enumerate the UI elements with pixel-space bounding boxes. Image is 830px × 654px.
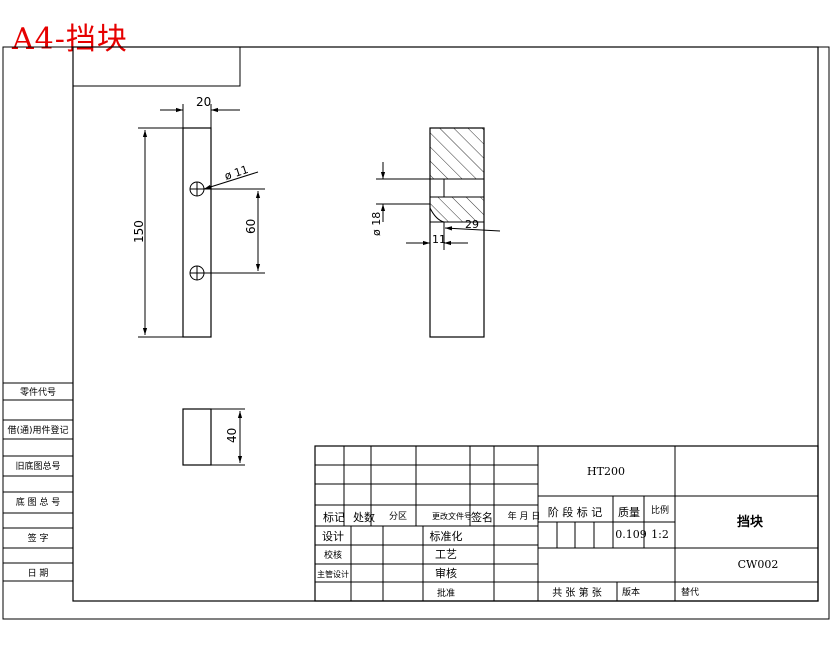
material-value: HT200 (587, 465, 625, 478)
label-approve: 批准 (437, 587, 455, 599)
left-side-block (3, 382, 73, 582)
dim-29: 29 (465, 218, 479, 231)
title-block-grid (314, 445, 819, 602)
outer-frame (2, 46, 830, 620)
label-standard: 标准化 (430, 529, 463, 543)
title-block-text: HT200 挡块 CW002 标记 处数 分区 更改文件号 签名 年 月 日 设… (317, 465, 778, 599)
stage-mark-label: 阶 段 标 记 (548, 505, 603, 519)
header-zone: 分区 (389, 511, 407, 522)
label-review: 审核 (435, 566, 457, 580)
version-label: 版本 (622, 586, 640, 598)
dim-40: 40 (225, 428, 239, 443)
left-side-labels: 零件代号 借(通)用件登记 旧底图总号 底 图 总 号 签 字 日 期 (7, 386, 68, 579)
left-row2: 借(通)用件登记 (7, 424, 68, 436)
label-chief: 主管设计 (317, 569, 349, 579)
left-row4: 底 图 总 号 (16, 496, 61, 508)
dim-hole-11: ø 11 (223, 163, 250, 183)
front-view-dims: 20 150 60 ø 11 (132, 95, 258, 243)
label-process: 工艺 (435, 548, 457, 561)
dim-60: 60 (244, 219, 258, 234)
header-mark: 标记 (323, 510, 345, 524)
left-row5: 签 字 (28, 532, 49, 544)
header-count: 处数 (353, 511, 375, 524)
scale-label: 比例 (651, 504, 669, 516)
mass-label: 质量 (618, 506, 640, 519)
mass-value: 0.109 (615, 528, 647, 541)
part-name: 挡块 (737, 514, 764, 530)
left-row1: 零件代号 (20, 386, 56, 398)
drawing-number: CW002 (738, 558, 779, 571)
section-view-dims: ø 18 11 29 (370, 212, 479, 246)
section-view (376, 127, 501, 338)
dim-dia-18: ø 18 (370, 212, 383, 236)
replace-label: 替代 (681, 586, 699, 598)
front-view (138, 104, 265, 338)
label-design: 设计 (322, 530, 344, 543)
scale-value: 1:2 (651, 528, 669, 541)
dim-20: 20 (196, 95, 211, 109)
left-row3: 旧底图总号 (15, 460, 60, 472)
dim-11: 11 (432, 233, 446, 246)
top-view (182, 408, 245, 466)
label-check: 校核 (324, 549, 342, 561)
dim-150: 150 (132, 220, 146, 243)
drawing-title: A4-挡块 (12, 22, 128, 57)
header-sign: 签名 (471, 510, 493, 524)
header-date: 年 月 日 (508, 510, 541, 522)
header-change-doc: 更改文件号 (432, 511, 472, 521)
sheets-label: 共 张 第 张 (552, 586, 602, 599)
left-row6: 日 期 (28, 568, 49, 579)
